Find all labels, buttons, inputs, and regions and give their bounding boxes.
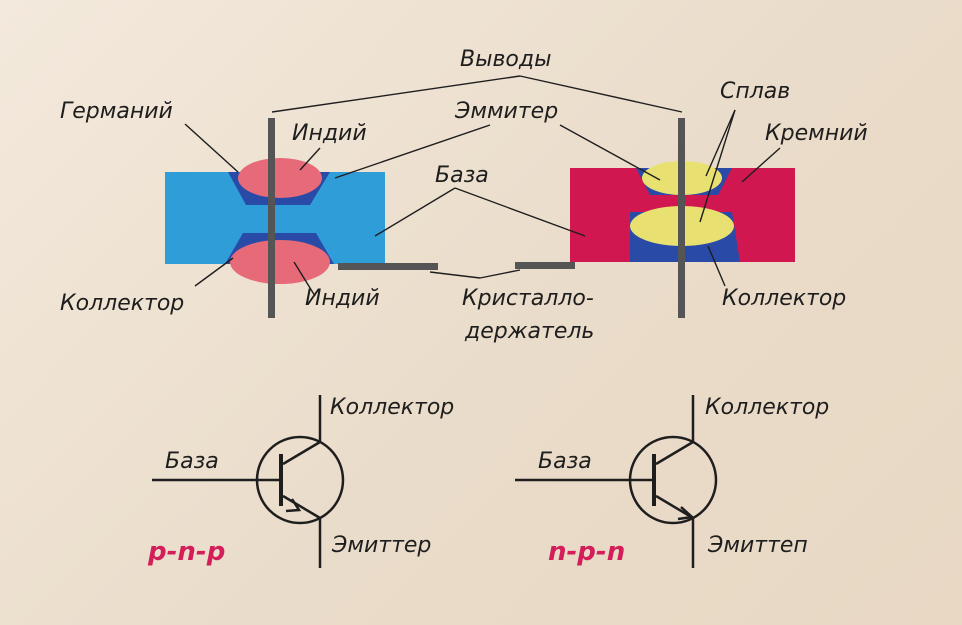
right-lead-wire: [678, 118, 685, 318]
crystal-holder-label-line1: Кристалло-: [462, 286, 594, 311]
base-label: База: [435, 163, 489, 188]
left-crystal-holder: [338, 263, 438, 270]
npn-base-label: База: [538, 449, 592, 474]
germanium-label: Германий: [60, 99, 173, 124]
pnp-emitter-diag: [282, 494, 321, 520]
collector-right-label: Коллектор: [722, 286, 846, 311]
npn-collector-label: Коллектор: [705, 395, 829, 420]
pnp-type-label: p-n-p: [147, 537, 225, 567]
indium-top-label: Индий: [292, 121, 367, 146]
npn-collector-diag: [655, 440, 694, 466]
pnp-emitter-label: Эмиттер: [331, 533, 431, 558]
pnp-symbol: [152, 395, 345, 568]
indium-bottom-label: Индий: [305, 286, 380, 311]
right-crystal-holder: [515, 262, 575, 269]
silicon-transistor: [515, 118, 795, 318]
pnp-collector-label: Коллектор: [330, 395, 454, 420]
bottom-indium-bead: [230, 240, 330, 284]
npn-type-label: n-p-n: [548, 537, 625, 567]
npn-symbol: [515, 395, 718, 568]
top-indium-bead: [238, 158, 322, 198]
crystal-holder-label-line2: держатель: [464, 319, 594, 344]
emitter-label: Эммитер: [454, 99, 558, 124]
npn-emitter-diag: [655, 494, 694, 520]
left-lead-wire: [268, 118, 275, 318]
germanium-transistor: [165, 118, 438, 318]
leader-lines: [184, 75, 781, 297]
leads-label: Выводы: [460, 47, 551, 72]
collector-left-label: Коллектор: [60, 291, 184, 316]
npn-arrow-icon: [677, 506, 695, 521]
silicon-label: Кремний: [765, 121, 868, 146]
pnp-base-label: База: [165, 449, 219, 474]
npn-emitter-label: Эмиттеп: [707, 533, 808, 558]
pnp-collector-diag: [282, 440, 321, 466]
alloy-label: Сплав: [720, 79, 790, 104]
pnp-arrow-icon: [285, 498, 302, 513]
